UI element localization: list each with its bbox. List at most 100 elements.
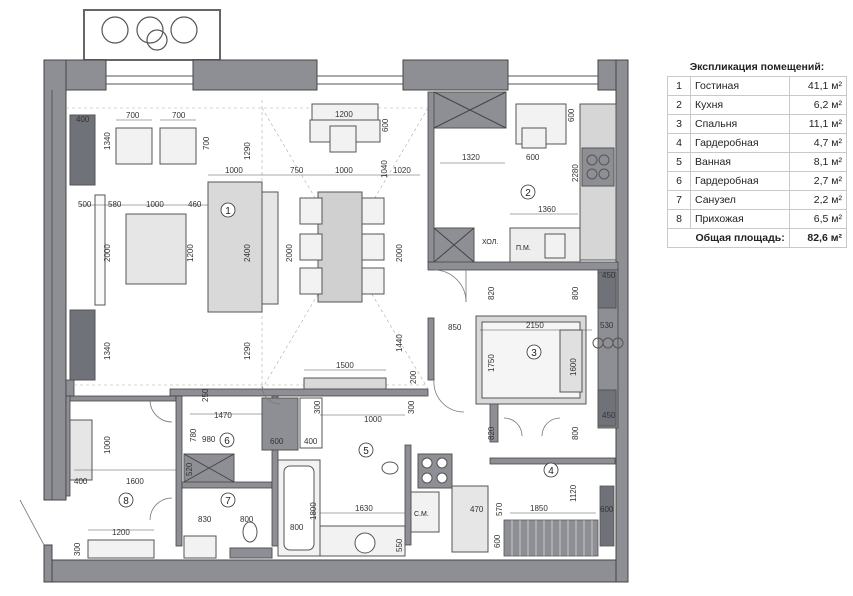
legend-num: 6 [667, 171, 691, 191]
dim-text: 600 [526, 153, 540, 162]
legend-room: Гостиная [690, 76, 790, 96]
dim-text: 1290 [243, 142, 252, 160]
room-number-8: 8 [123, 496, 129, 507]
legend-row: 2 Кухня 6,2 м² [667, 95, 848, 115]
dim-text: 1340 [103, 342, 112, 360]
dim-text: 600 [567, 108, 576, 122]
legend-room: Санузел [690, 190, 790, 210]
dim-text: 1470 [214, 411, 232, 420]
door-swings [19, 269, 561, 546]
dim-text: 400 [74, 477, 88, 486]
room-number-4: 4 [548, 466, 554, 477]
dim-text: 2000 [285, 244, 294, 262]
dim-text: 700 [202, 136, 211, 150]
legend-room: Кухня [690, 95, 790, 115]
dimension-lines [74, 119, 596, 531]
dim-text: 580 [108, 200, 122, 209]
exterior-walls [43, 59, 629, 583]
interior-walls [65, 91, 619, 547]
dim-text: 1020 [393, 166, 411, 175]
legend-total-row: Общая площадь: 82,6 м² [667, 228, 848, 248]
bedroom-furniture [475, 271, 624, 427]
legend-num: 3 [667, 114, 691, 134]
legend-num: 8 [667, 209, 691, 229]
legend-num: 4 [667, 133, 691, 153]
dim-text: 830 [198, 515, 212, 524]
dim-text: 300 [407, 400, 416, 414]
windows [51, 75, 598, 500]
dim-text: 520 [185, 462, 194, 476]
dim-text: 500 [78, 200, 92, 209]
dim-text: 1000 [103, 436, 112, 454]
vertical-dimension-labels: 1340 700 600 1290 1040 2000 1200 2400 20… [73, 108, 580, 556]
legend-room: Прихожая [690, 209, 790, 229]
dim-text: 700 [126, 111, 140, 120]
wardrobe-4-furniture [503, 485, 615, 557]
dim-text: 1800 [309, 502, 318, 520]
legend-area: 6,2 м² [788, 95, 848, 115]
legend-area: 41,1 м² [788, 76, 848, 96]
dim-text: 600 [270, 437, 284, 446]
room-legend: Экспликация помещений: 1 Гостиная 41,1 м… [667, 58, 848, 248]
dim-text: 750 [290, 166, 304, 175]
room-number-5: 5 [363, 446, 369, 457]
dim-text: 980 [202, 435, 216, 444]
dim-text: 1000 [335, 166, 353, 175]
dim-text: 600 [600, 505, 614, 514]
dim-text: 530 [600, 321, 614, 330]
kitchen-furniture [433, 91, 617, 263]
legend-row: 5 Ванная 8,1 м² [667, 152, 848, 172]
dishwasher-label: П.М. [516, 245, 531, 252]
room-number-3: 3 [531, 348, 537, 359]
legend-total-value: 82,6 м² [788, 228, 848, 248]
dim-text: 820 [487, 286, 496, 300]
legend-room: Спальня [690, 114, 790, 134]
dim-text: 1000 [146, 200, 164, 209]
fridge-label: ХОЛ. [482, 239, 498, 246]
living-room-furniture [69, 103, 387, 390]
legend-area: 8,1 м² [788, 152, 848, 172]
dimension-labels: 700 700 400 1200 1000 750 1000 1020 500 … [74, 110, 616, 537]
dim-text: 570 [495, 502, 504, 516]
dim-text: 550 [395, 538, 404, 552]
legend-area: 4,7 м² [788, 133, 848, 153]
dim-text: 1600 [569, 358, 578, 376]
room-number-7: 7 [225, 496, 231, 507]
legend-num: 7 [667, 190, 691, 210]
floor-plan: 1 2 3 4 5 6 7 8 ХОЛ. П.М. С.М. 700 [19, 9, 629, 583]
dim-text: 2280 [571, 164, 580, 182]
legend-area: 6,5 м² [788, 209, 848, 229]
room-number-6: 6 [224, 436, 230, 447]
room-numbers: 1 2 3 4 5 6 7 8 [118, 184, 559, 508]
legend-row: 3 Спальня 11,1 м² [667, 114, 848, 134]
dim-text: 820 [487, 426, 496, 440]
legend-area: 11,1 м² [788, 114, 848, 134]
dim-text: 1500 [336, 361, 354, 370]
dim-text: 1200 [112, 528, 130, 537]
room-number-2: 2 [525, 188, 531, 199]
dim-text: 1360 [538, 205, 556, 214]
dim-text: 780 [189, 428, 198, 442]
legend-num: 5 [667, 152, 691, 172]
wc-hall-furniture [69, 419, 273, 559]
dim-text: 400 [304, 437, 318, 446]
dim-text: 1200 [335, 110, 353, 119]
legend-total-label: Общая площадь: [667, 228, 790, 248]
dim-text: 800 [240, 515, 254, 524]
dim-text: 1630 [355, 504, 373, 513]
dim-text: 300 [313, 400, 322, 414]
legend-row: 1 Гостиная 41,1 м² [667, 76, 848, 96]
dim-text: 800 [290, 523, 304, 532]
dim-text: 1120 [569, 484, 578, 502]
dim-text: 600 [493, 534, 502, 548]
dim-text: 2400 [243, 244, 252, 262]
dim-text: 2000 [395, 244, 404, 262]
room-number-1: 1 [225, 206, 231, 217]
dim-text: 1000 [225, 166, 243, 175]
dim-text: 200 [409, 370, 418, 384]
dim-text: 1290 [243, 342, 252, 360]
dim-text: 2000 [103, 244, 112, 262]
dim-text: 1440 [395, 334, 404, 352]
dim-text: 450 [602, 271, 616, 280]
legend-row: 6 Гардеробная 2,7 м² [667, 171, 848, 191]
